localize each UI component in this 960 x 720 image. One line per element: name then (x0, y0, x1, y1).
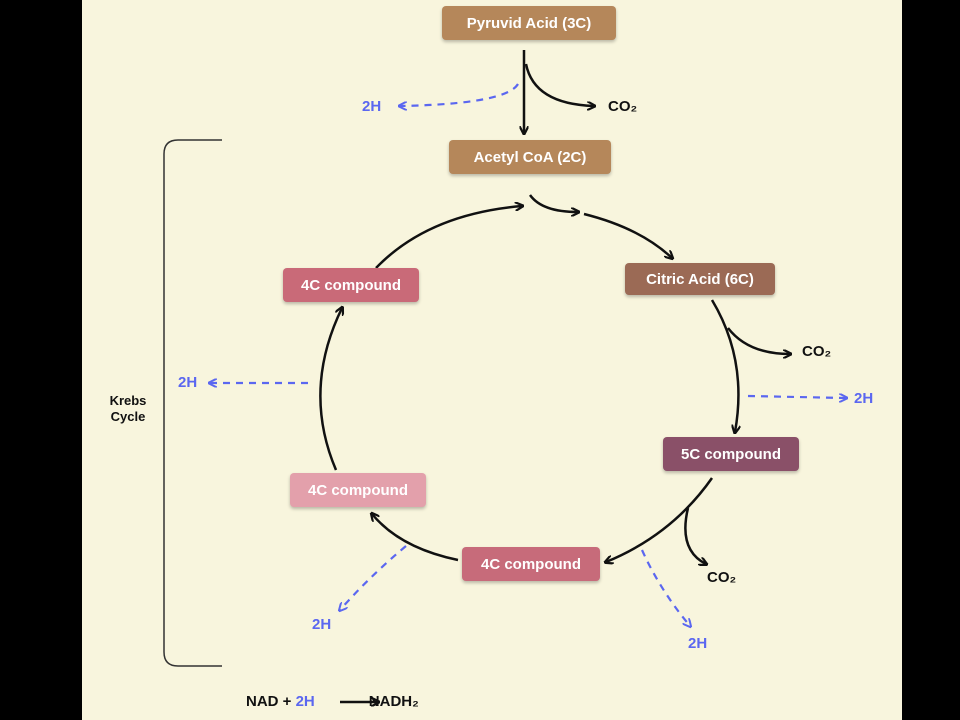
acetyl-coa-box: Acetyl CoA (2C) (449, 140, 611, 174)
arrow-citric-to-5c (710, 299, 738, 432)
4c-compound-topleft-box: 4C compound (283, 268, 419, 302)
dashed-arrow-2h-bottom-left (340, 545, 407, 610)
krebs-cycle-label: Krebs Cycle (96, 393, 160, 425)
arrow-co2-right (727, 327, 790, 354)
equation-2h: 2H (295, 693, 315, 710)
2h-label-bottom-right: 2H (688, 635, 708, 652)
dashed-arrow-2h-right (747, 396, 846, 398)
co2-label-bottom: CO₂ (707, 569, 737, 586)
co2-label-top: CO₂ (608, 98, 638, 115)
dashed-arrow-2h-bottom-right (640, 549, 690, 626)
equation-nadh2: NADH₂ (368, 693, 419, 710)
2h-label-right: 2H (854, 390, 874, 407)
dashed-arrow-2h-top (400, 83, 519, 106)
diagram-panel (82, 0, 902, 720)
arrow-5c-to-4c (606, 477, 714, 562)
citric-acid-box: Citric Acid (6C) (625, 263, 775, 295)
2h-label-top: 2H (362, 98, 382, 115)
arrow-4c-bottom-to-left (372, 514, 459, 562)
2h-label-left: 2H (178, 374, 198, 391)
krebs-label-line2: Cycle (110, 409, 146, 424)
arrow-co2-top (524, 63, 594, 106)
arrow-to-citric (583, 212, 672, 258)
2h-label-bottom-left: 2H (312, 616, 332, 633)
arrow-4c-topleft-to-top (375, 206, 522, 269)
arrow-acetyl-to-citric (528, 194, 578, 212)
nadh-equation: NAD + 2H NADH₂ (246, 693, 419, 710)
co2-label-right: CO₂ (802, 343, 832, 360)
4c-compound-bottom-box: 4C compound (462, 547, 600, 581)
equation-nad: NAD + (246, 693, 296, 710)
pyruvid-acid-box: Pyruvid Acid (3C) (442, 6, 616, 40)
4c-compound-left-box: 4C compound (290, 473, 426, 507)
5c-compound-box: 5C compound (663, 437, 799, 471)
arrow-co2-bottom (684, 507, 706, 564)
krebs-bracket (163, 139, 222, 667)
krebs-label-line1: Krebs (109, 393, 147, 408)
arrow-4c-left-to-topleft (319, 308, 342, 471)
